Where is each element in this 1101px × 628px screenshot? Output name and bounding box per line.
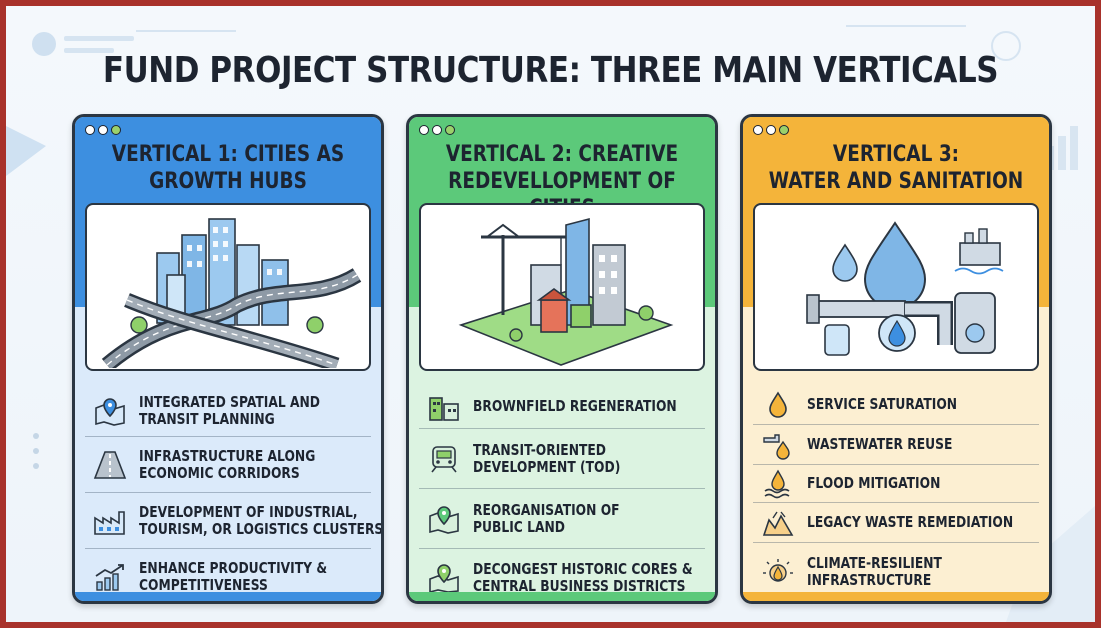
list-item: BROWNFIELD REGENERATION bbox=[419, 385, 705, 429]
vertical-card-1: VERTICAL 1: CITIES AS GROWTH HUBS bbox=[72, 114, 384, 604]
water-illustration bbox=[753, 203, 1039, 371]
train-icon bbox=[431, 445, 457, 472]
vertical-title: VERTICAL 1: CITIES AS GROWTH HUBS bbox=[99, 141, 356, 195]
vertical-card-footer bbox=[409, 592, 715, 601]
buildings-icon bbox=[429, 396, 459, 421]
vertical-title-line: VERTICAL 2: CREATIVE bbox=[445, 142, 679, 167]
construction-crane-icon bbox=[458, 217, 674, 366]
vertical-card-2: VERTICAL 2: CREATIVE REDEVELLOPMENT OF C… bbox=[406, 114, 718, 604]
faucet-icon bbox=[763, 433, 790, 460]
item-text: BROWNFIELD REGENERATION bbox=[473, 397, 677, 415]
list-item: DECONGEST HISTORIC CORES &CENTRAL BUSINE… bbox=[419, 549, 705, 601]
map-pin-icon bbox=[95, 397, 125, 426]
list-item: LEGACY WASTE REMEDIATION bbox=[753, 503, 1039, 543]
factory-icon bbox=[94, 510, 125, 535]
vertical-items-list: SERVICE SATURATION WASTEWATER REUSE FLOO… bbox=[753, 385, 1039, 601]
vertical-title-line: GROWTH HUBS bbox=[149, 169, 307, 194]
vertical-card-3: VERTICAL 3: WATER AND SANITATION bbox=[740, 114, 1052, 604]
growth-chart-icon bbox=[95, 564, 124, 591]
vertical-title-line: WATER AND SANITATION bbox=[768, 169, 1024, 194]
list-item: FLOOD MITIGATION bbox=[753, 465, 1039, 503]
map-pin-icon bbox=[429, 505, 459, 534]
item-text: ENHANCE PRODUCTIVITY &COMPETITIVENESS bbox=[139, 559, 328, 594]
item-text: WASTEWATER REUSE bbox=[807, 435, 953, 453]
vertical-title-line: VERTICAL 3: bbox=[832, 142, 960, 167]
vertical-card-footer bbox=[75, 592, 381, 601]
city-skyline-icon bbox=[101, 218, 362, 369]
window-dots-icon bbox=[753, 125, 792, 138]
road-icon bbox=[93, 450, 127, 479]
page-title: FUND PROJECT STRUCTURE: THREE MAIN VERTI… bbox=[102, 50, 999, 91]
list-item: SERVICE SATURATION bbox=[753, 385, 1039, 425]
waste-remediation-icon bbox=[762, 511, 794, 536]
water-pipes-icon bbox=[806, 221, 1004, 356]
vertical-title-line: VERTICAL 1: CITIES AS bbox=[111, 142, 345, 167]
list-item: DEVELOPMENT OF INDUSTRIAL,TOURISM, OR LO… bbox=[85, 493, 381, 549]
item-text: LEGACY WASTE REMEDIATION bbox=[807, 513, 1014, 531]
list-item: WASTEWATER REUSE bbox=[753, 425, 1039, 465]
sun-drop-icon bbox=[763, 559, 793, 582]
list-item: ENHANCE PRODUCTIVITY &COMPETITIVENESS bbox=[85, 549, 371, 601]
water-drop-icon bbox=[769, 390, 787, 418]
location-map-icon bbox=[429, 564, 459, 593]
vertical-title: VERTICAL 3: WATER AND SANITATION bbox=[767, 141, 1024, 195]
item-text: DECONGEST HISTORIC CORES &CENTRAL BUSINE… bbox=[473, 560, 693, 595]
item-text: DEVELOPMENT OF INDUSTRIAL,TOURISM, OR LO… bbox=[139, 502, 384, 538]
flood-icon bbox=[764, 469, 790, 498]
construction-illustration bbox=[419, 203, 705, 371]
item-text: SERVICE SATURATION bbox=[807, 395, 958, 413]
window-dots-icon bbox=[85, 125, 124, 138]
item-text: FLOOD MITIGATION bbox=[807, 474, 941, 492]
vertical-card-footer bbox=[743, 592, 1049, 601]
window-dots-icon bbox=[419, 125, 458, 138]
city-skyline-illustration bbox=[85, 203, 371, 371]
vertical-items-list: BROWNFIELD REGENERATION TRANSIT-ORIENTED… bbox=[419, 385, 705, 601]
